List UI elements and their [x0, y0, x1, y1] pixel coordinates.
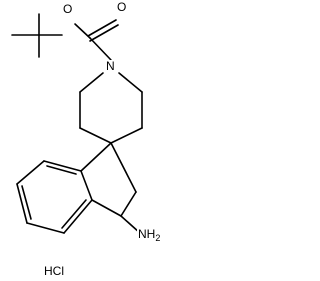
- benzene-ring: [16, 160, 93, 234]
- piperidine-ring: [79, 72, 143, 144]
- bond-carbonyl-double-b: [89, 24, 119, 42]
- amine-label-subscript: 2: [155, 233, 160, 243]
- indane-five-ring: [80, 142, 137, 217]
- bond-c3-to-spiro: [79, 127, 112, 144]
- bond-c6-to-c7: [26, 222, 65, 234]
- bond-carbonyl-to-nitrogen: [89, 37, 112, 61]
- bond-c6-to-n: [118, 72, 143, 93]
- bond-c4-to-c5: [16, 160, 45, 185]
- ester-oxygen-label: O: [63, 2, 72, 16]
- bond-c7-to-c7a: [63, 199, 93, 234]
- atom-label-ring-nitrogen: N: [104, 59, 117, 73]
- atom-label-ester-oxygen: O: [62, 2, 74, 16]
- bond-benzene-double-1: [46, 165, 77, 175]
- bond-benzene-double-2: [21, 185, 32, 220]
- bond-c3a-to-c4: [43, 160, 82, 172]
- ring-nitrogen-label: N: [106, 59, 115, 73]
- bond-spiro-to-ch2: [110, 142, 137, 193]
- bond-c7a-to-c3a: [80, 170, 93, 201]
- salt-label: HCl: [44, 264, 64, 278]
- bond-chamine-to-nh2: [120, 215, 141, 234]
- bond-chamine-to-c7a: [91, 199, 122, 217]
- bond-spiro-to-c5: [110, 127, 143, 144]
- amine-label-main: NH: [138, 227, 155, 241]
- bond-c3a-to-spiro: [80, 142, 112, 172]
- bond-n-to-c2: [79, 72, 104, 93]
- atom-label-carbonyl-oxygen: O: [115, 0, 127, 14]
- carbamate-group: [74, 19, 119, 61]
- bond-benzene-double-3: [61, 199, 87, 229]
- chemical-structure: O O N NH2 HCl: [11, 0, 169, 278]
- amine-label: NH2: [138, 227, 160, 243]
- tert-butyl-group: [11, 13, 63, 58]
- bond-carbonyl-double-a: [87, 19, 117, 37]
- carbonyl-oxygen-label: O: [117, 0, 126, 14]
- bond-c5-to-c6-benzene: [16, 183, 28, 224]
- bond-ch2-to-chamine: [120, 191, 137, 217]
- atom-label-amine: NH2: [137, 227, 169, 243]
